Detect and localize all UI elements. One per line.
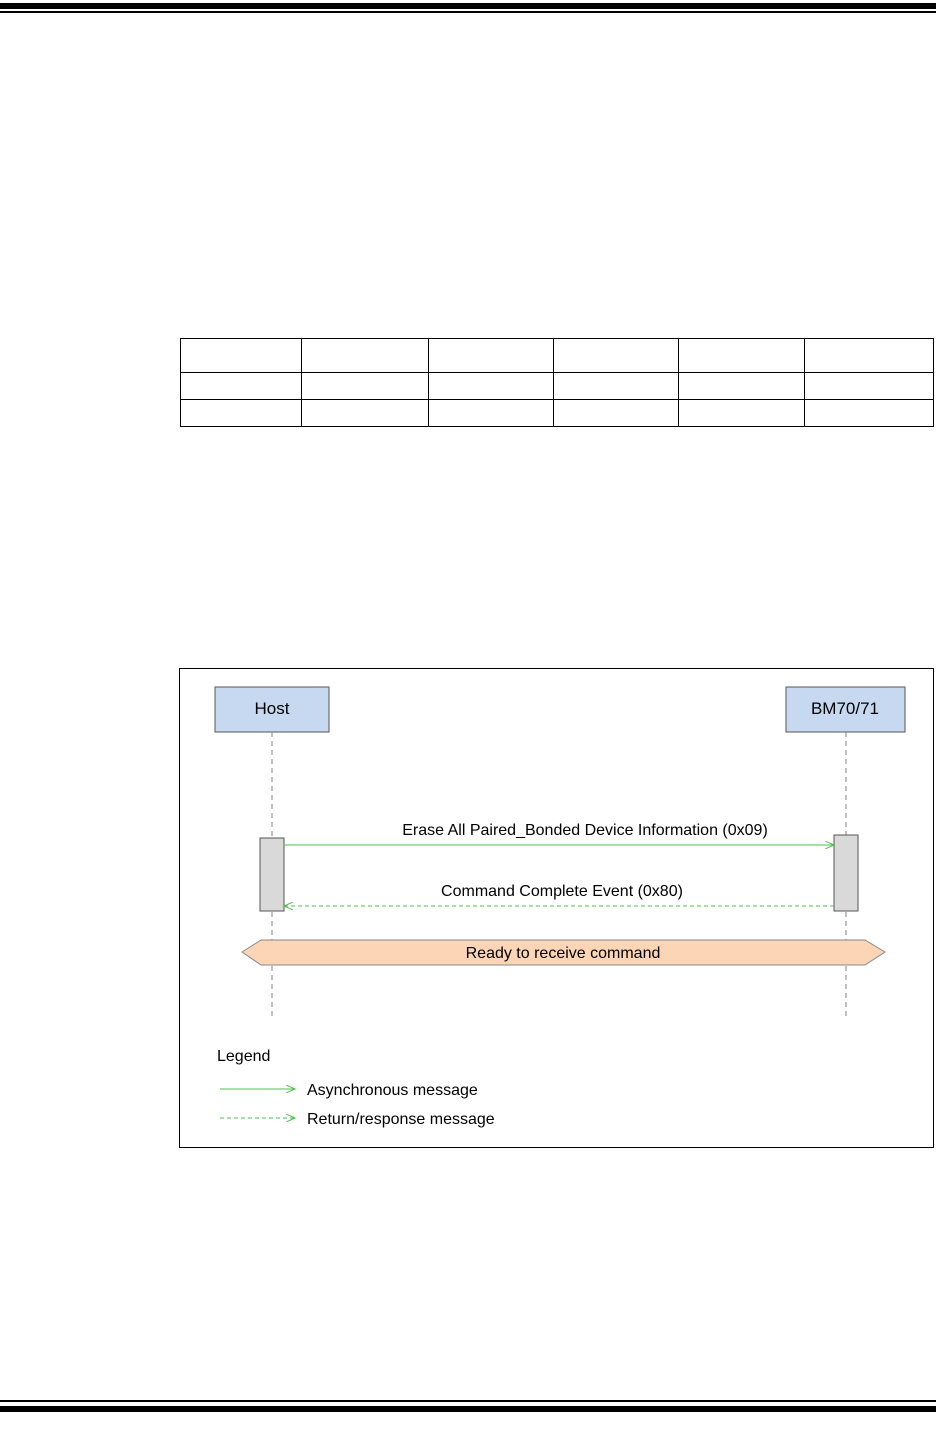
ready-state-label: Ready to receive command [466,945,661,962]
table-cell [804,372,934,400]
device-lifeline-box [785,686,906,733]
table-row [180,399,934,427]
data-table [180,338,934,427]
table-cell [678,399,805,427]
table-cell [428,399,554,427]
host-activation-bar [259,837,285,912]
sequence-diagram-canvas: Host BM70/71 Erase All Paired_Bonded Dev… [214,686,906,1128]
sequence-diagram: Host BM70/71 Erase All Paired_Bonded Dev… [179,668,934,1148]
device-lifeline-label: BM70/71 [811,699,879,718]
host-lifeline-box [214,686,330,733]
legend-return-label: Return/response message [307,1111,495,1128]
legend-title: Legend [217,1048,270,1065]
table-cell [804,338,934,373]
response-message-label: Command Complete Event (0x80) [441,883,683,900]
table-row [180,338,934,373]
bottom-rule-thick [0,1406,936,1412]
device-activation-bar [833,834,859,912]
table-cell [553,338,679,373]
request-message-label: Erase All Paired_Bonded Device Informati… [402,822,768,839]
table-cell [428,372,554,400]
table-cell [301,338,429,373]
table-cell [553,399,679,427]
table-cell [301,399,429,427]
host-lifeline-label: Host [255,699,290,718]
table-cell [180,372,302,400]
bottom-rule-thin [0,1400,936,1402]
table-cell [678,338,805,373]
top-rule-thin [0,11,936,13]
table-cell [428,338,554,373]
table-cell [180,338,302,373]
table-cell [678,372,805,400]
ready-state-banner [241,939,886,966]
table-cell [180,399,302,427]
table-row [180,372,934,400]
legend-async-label: Asynchronous message [307,1082,478,1099]
table-cell [553,372,679,400]
table-cell [301,372,429,400]
top-rule-thick [0,3,936,9]
table-cell [804,399,934,427]
